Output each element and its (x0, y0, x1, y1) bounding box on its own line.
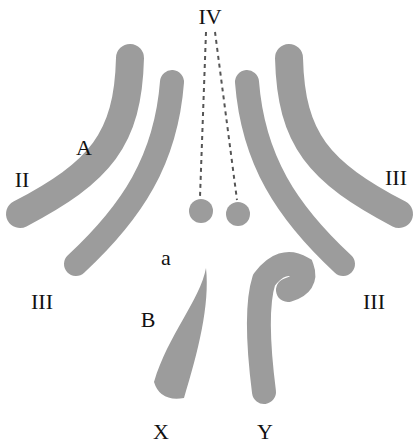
chromosome-label: Y (257, 421, 273, 443)
chromosome-dot (189, 199, 213, 223)
leader-line (215, 32, 237, 200)
chromosome (289, 58, 399, 214)
chromosome (76, 82, 172, 264)
chromosome-label: A (76, 137, 92, 159)
chromosome-label: II (15, 169, 30, 191)
chromosome-label: III (385, 167, 407, 189)
leader-line (200, 32, 206, 197)
chromosome-label: III (363, 291, 385, 313)
chromosome-label: a (161, 247, 171, 269)
chromosome-dot (226, 202, 250, 226)
x-chromosome (154, 268, 207, 399)
chromosome (20, 58, 130, 214)
chromosome-label: B (141, 309, 156, 331)
y-chromosome (259, 264, 304, 392)
chromosome-label: X (153, 421, 169, 443)
chromosome-label: III (31, 291, 53, 313)
chromosome-label: IV (198, 6, 221, 28)
